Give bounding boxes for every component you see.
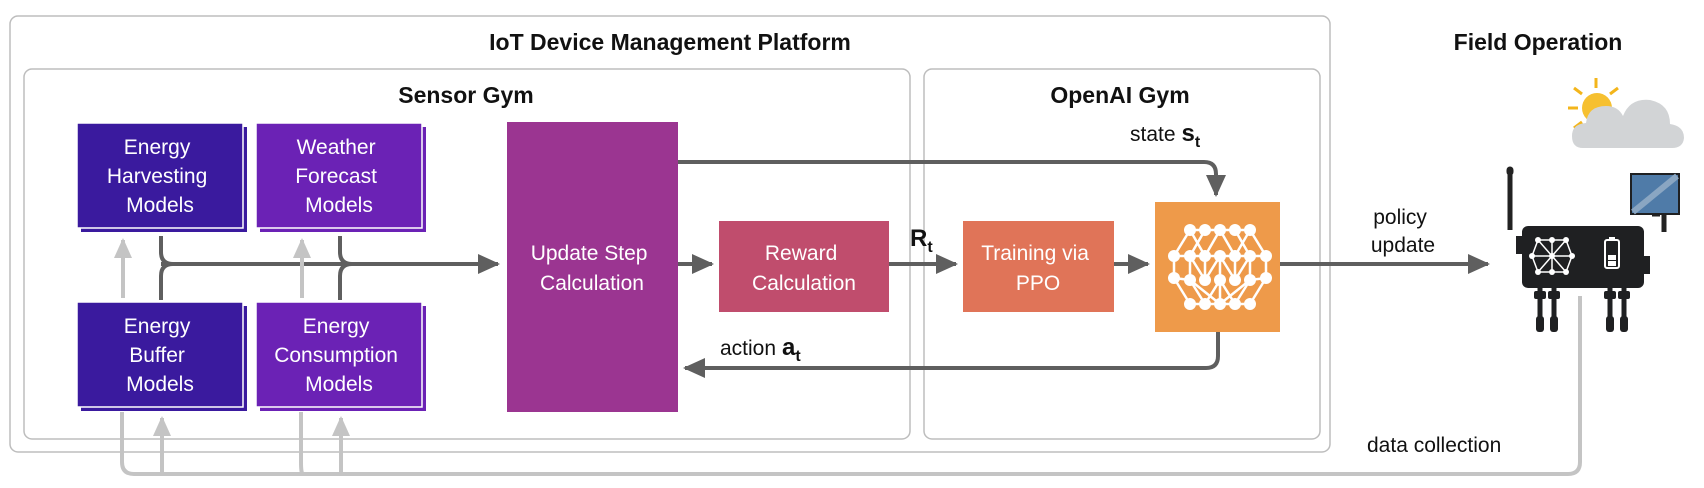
battery-icon bbox=[1604, 237, 1620, 269]
energy-harvesting-label: Energy Harvesting Models bbox=[107, 136, 213, 217]
platform-title: IoT Device Management Platform bbox=[489, 29, 851, 55]
weather-forecast-label: Weather Forecast Models bbox=[295, 136, 383, 217]
sensor-gym-frame bbox=[23, 68, 911, 440]
model-bus-arrows bbox=[159, 236, 500, 300]
update-step-calculation: Update Step Calculation bbox=[507, 122, 678, 412]
data-collection-loop bbox=[120, 296, 1582, 476]
energy-buffer-label: Energy Buffer Models bbox=[124, 315, 196, 396]
iot-device-icon bbox=[1506, 166, 1680, 332]
openai-gym-frame bbox=[923, 68, 1321, 440]
training-label: Training via PPO bbox=[981, 242, 1095, 295]
reward-calculation: Reward Calculation bbox=[719, 221, 889, 312]
reward-label: Reward Calculation bbox=[752, 242, 856, 295]
reward-symbol-label: Rt bbox=[910, 225, 933, 256]
energy-consumption-models: Energy Consumption Models bbox=[255, 301, 426, 411]
state-arrow bbox=[678, 160, 1226, 197]
energy-buffer-models: Energy Buffer Models bbox=[76, 301, 247, 411]
energy-harvesting-models: Energy Harvesting Models bbox=[76, 122, 247, 232]
agent-network-box bbox=[1155, 202, 1280, 332]
update-step-label: Update Step Calculation bbox=[531, 242, 654, 295]
action-arrow bbox=[683, 332, 1220, 378]
model-link-arrows bbox=[114, 238, 311, 298]
policy-update-label: policy update bbox=[1371, 206, 1435, 257]
sensor-gym-title: Sensor Gym bbox=[398, 82, 534, 108]
openai-gym-title: OpenAI Gym bbox=[1050, 82, 1189, 108]
weather-sun-cloud-icon bbox=[1568, 78, 1684, 148]
training-via-ppo: Training via PPO bbox=[963, 221, 1114, 312]
flow-arrows bbox=[678, 160, 1490, 378]
energy-consumption-label: Energy Consumption Models bbox=[274, 315, 404, 396]
weather-forecast-models: Weather Forecast Models bbox=[255, 122, 426, 232]
neural-network-nodes bbox=[1168, 224, 1272, 310]
field-operation-title: Field Operation bbox=[1454, 29, 1623, 55]
data-collection-label: data collection bbox=[1367, 434, 1501, 457]
platform-frame bbox=[9, 15, 1331, 453]
